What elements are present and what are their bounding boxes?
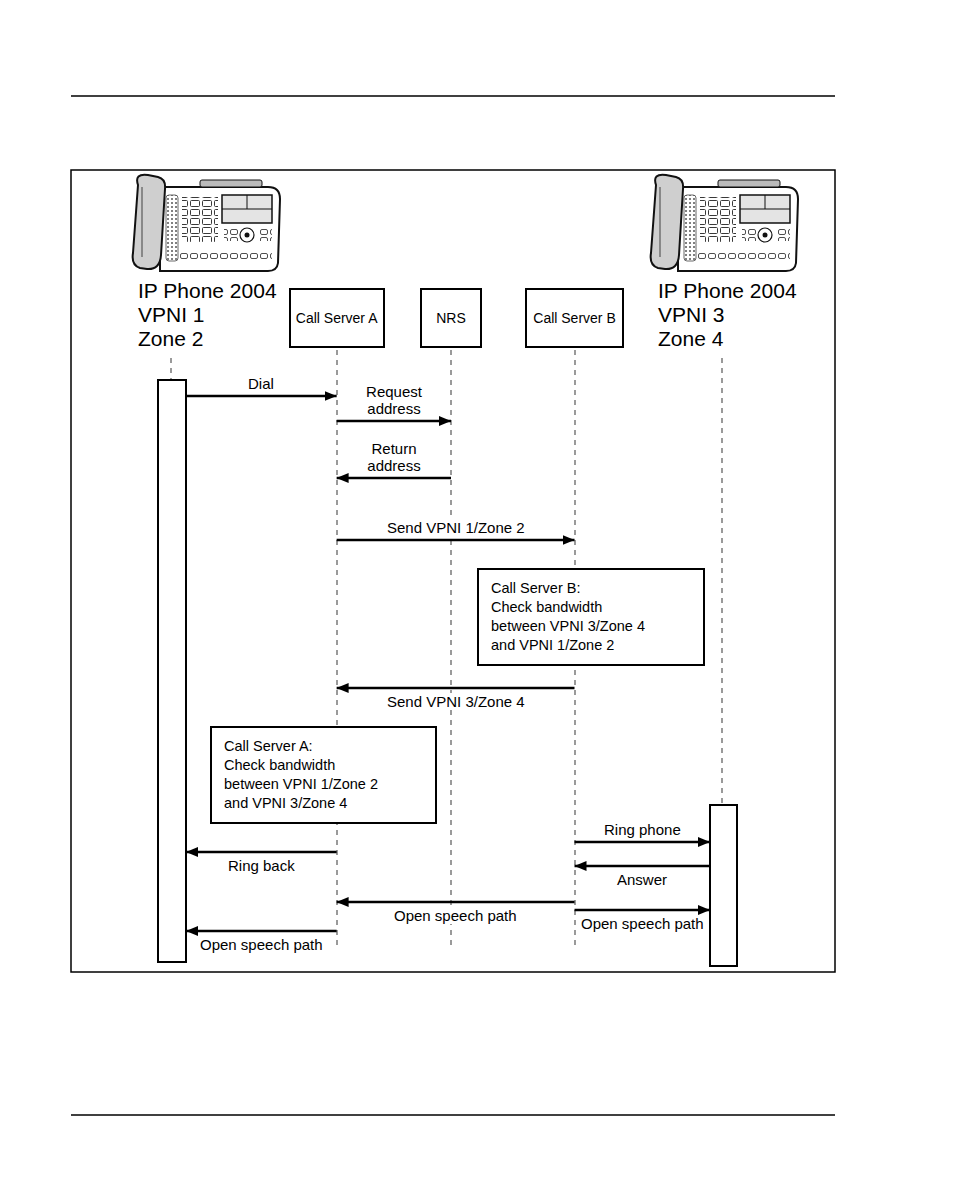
node-text: VPNI 1: [138, 303, 277, 327]
message-line: [337, 477, 451, 480]
node-title: IP Phone 2004: [138, 279, 277, 303]
lifeline: [721, 358, 723, 805]
text-holder: IP Phone 2004VPNI 3Zone 4: [658, 279, 797, 351]
text-holder: NRS: [436, 310, 466, 327]
lifeline-box: NRS: [420, 288, 482, 348]
message-label: Dial: [246, 375, 276, 392]
text-holder: IP Phone 2004VPNI 1Zone 2: [138, 279, 277, 351]
message-line: [337, 901, 575, 904]
text-holder: Call Server A: [296, 310, 378, 327]
message-line: [186, 395, 337, 398]
message-label: Answer: [615, 871, 669, 888]
node-title: Call Server A:: [224, 737, 423, 756]
activation-bar: [158, 380, 186, 962]
lifeline-box: Call Server A: [289, 288, 385, 348]
message-label: Ring phone: [602, 821, 683, 838]
lifeline-box: Call Server B: [525, 288, 624, 348]
phone-label: IP Phone 2004VPNI 1Zone 2: [138, 279, 277, 351]
ip-phone-right: [651, 175, 798, 271]
figure-frame: [71, 170, 835, 972]
ip-phone-left: [133, 175, 280, 271]
message-label: Open speech path: [392, 907, 519, 924]
node-text: Check bandwidth between VPNI 3/Zone 4 an…: [491, 598, 656, 655]
message-line: [186, 851, 337, 854]
message-arrow: [337, 478, 451, 479]
message-arrow: [575, 866, 711, 867]
message-label: Open speech path: [198, 936, 325, 953]
note-box: Call Server A:Check bandwidth between VP…: [210, 726, 437, 824]
message-arrow: [186, 931, 337, 932]
lifeline: [450, 350, 452, 950]
message-arrow: [337, 540, 575, 541]
message-arrow: [186, 852, 337, 853]
message-line: [575, 865, 711, 868]
node-title: IP Phone 2004: [658, 279, 797, 303]
node-text: Zone 2: [138, 327, 277, 351]
message-arrow: [337, 421, 451, 422]
message-line: [337, 420, 451, 423]
message-line: [337, 687, 575, 690]
node-text: Check bandwidth between VPNI 1/Zone 2 an…: [224, 756, 389, 813]
message-label: Send VPNI 1/Zone 2: [385, 519, 527, 536]
activation-bar: [710, 805, 737, 966]
phone-label: IP Phone 2004VPNI 3Zone 4: [658, 279, 797, 351]
message-label: Request address: [356, 383, 432, 417]
node-title: Call Server B: [533, 310, 615, 326]
message-arrow: [337, 902, 575, 903]
note-box: Call Server B:Check bandwidth between VP…: [477, 568, 705, 666]
message-arrow: [337, 688, 575, 689]
message-line: [186, 930, 337, 933]
node-text: VPNI 3: [658, 303, 797, 327]
message-arrow: [186, 396, 337, 397]
message-arrow: [575, 842, 711, 843]
message-label: Ring back: [226, 857, 297, 874]
text-holder: Call Server B: [533, 310, 615, 327]
message-arrow: [575, 910, 711, 911]
header-rule: [71, 95, 835, 97]
message-label: Return address: [356, 440, 432, 474]
text-holder: Call Server A:Check bandwidth between VP…: [224, 737, 423, 813]
message-label: Send VPNI 3/Zone 4: [385, 693, 527, 710]
text-holder: Call Server B:Check bandwidth between VP…: [491, 579, 691, 655]
node-title: Call Server B:: [491, 579, 691, 598]
footer-rule: [71, 1114, 835, 1116]
node-title: Call Server A: [296, 310, 378, 326]
lifeline: [336, 350, 338, 950]
node-text: Zone 4: [658, 327, 797, 351]
message-label: Open speech path: [579, 915, 706, 932]
message-line: [337, 539, 575, 542]
message-line: [575, 841, 711, 844]
message-line: [575, 909, 711, 912]
node-title: NRS: [436, 310, 466, 326]
lifelines: [171, 350, 722, 950]
